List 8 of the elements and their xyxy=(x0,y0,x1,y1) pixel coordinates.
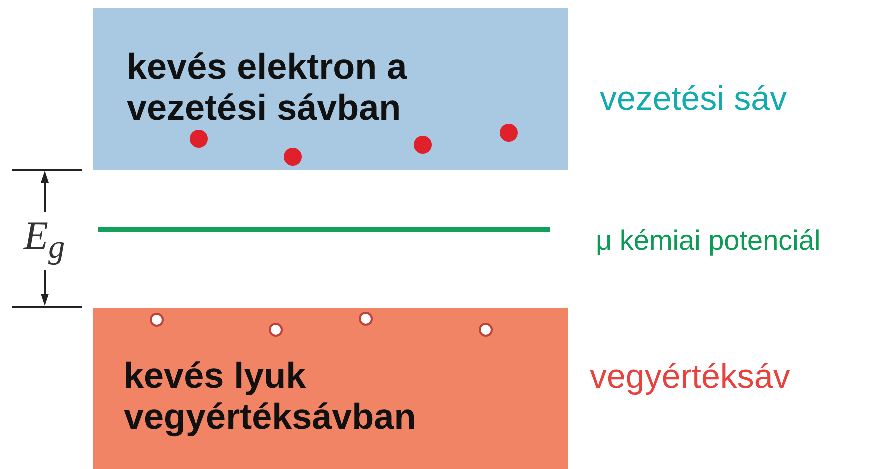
band-description: kevés elektron a vezetési sávban xyxy=(127,46,408,128)
band-label: vezetési sáv xyxy=(600,80,788,119)
chemical-potential-label: μ kémiai potenciál xyxy=(596,225,821,257)
energy-band xyxy=(93,308,568,469)
band-description: kevés lyuk vegyértéksávban xyxy=(124,355,418,437)
band-label: vegyértéksáv xyxy=(590,358,790,397)
band-gap-symbol: E$_{g}$ xyxy=(24,212,66,267)
energy-band xyxy=(93,8,568,170)
